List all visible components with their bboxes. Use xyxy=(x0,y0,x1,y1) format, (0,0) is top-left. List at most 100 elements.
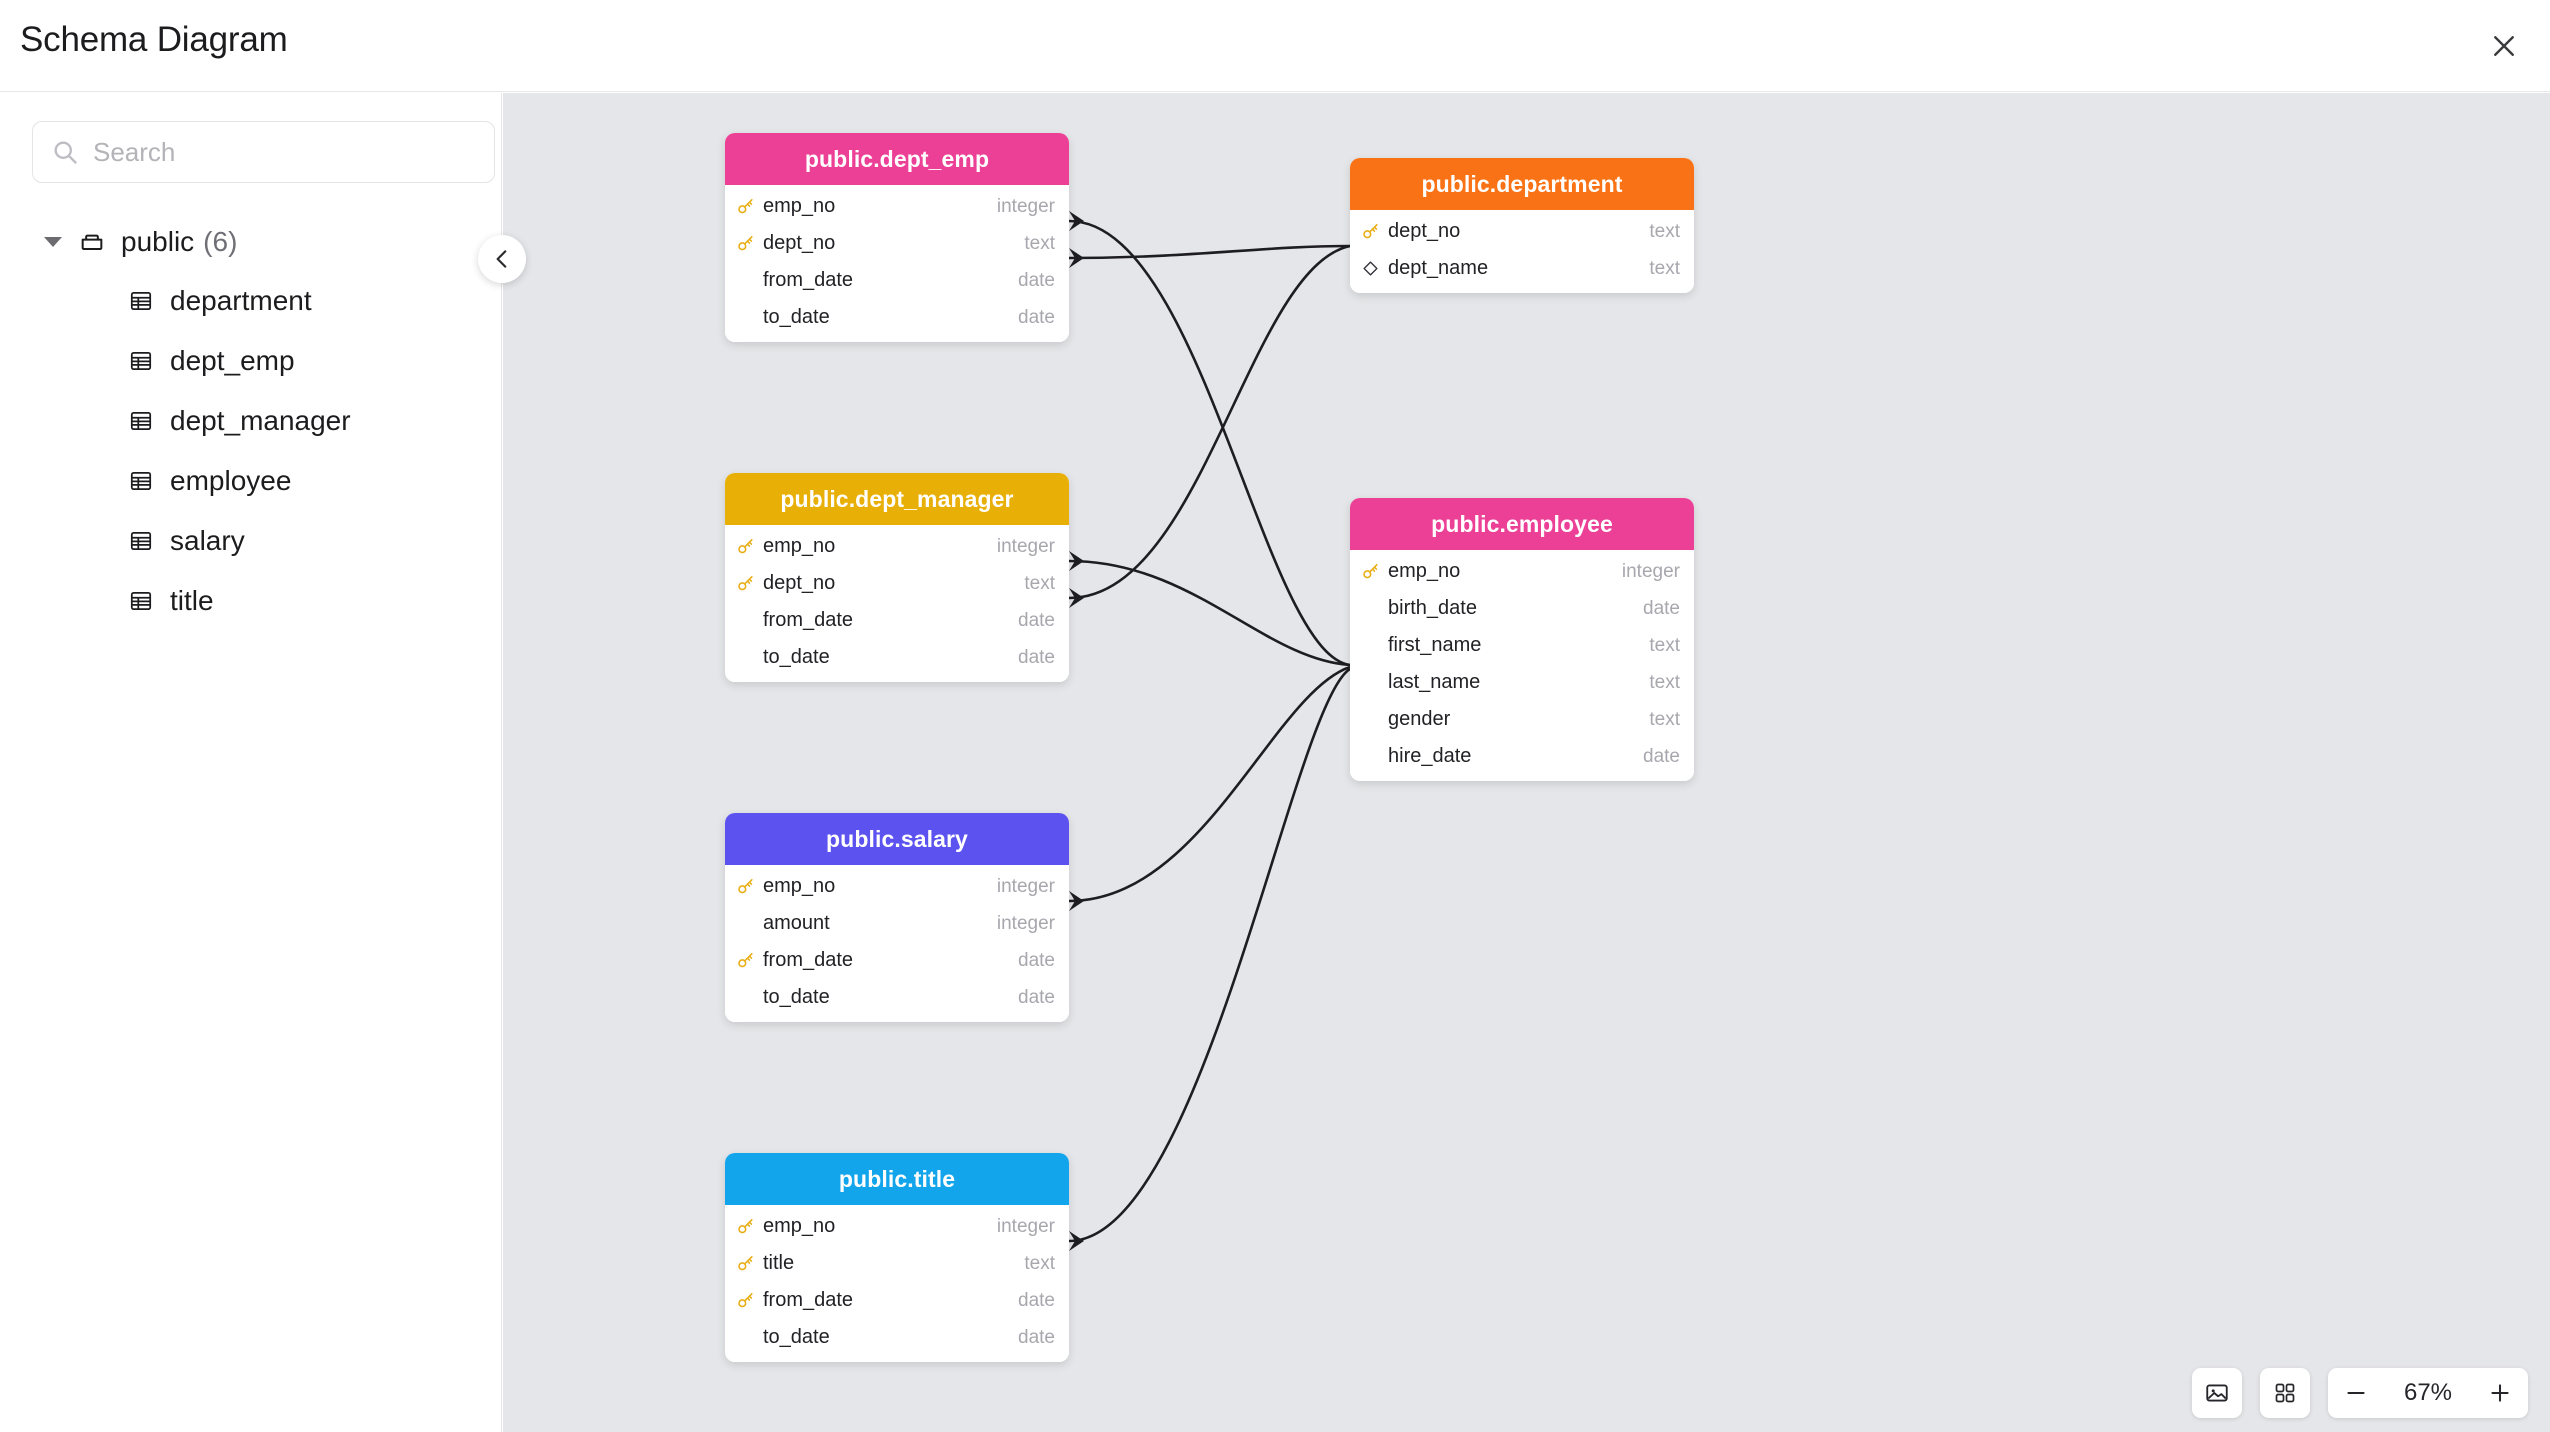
sidebar-item-public[interactable]: public (6) xyxy=(0,213,502,271)
schema-tree: public (6) department dept_emp dept_manage… xyxy=(0,213,502,631)
sidebar-collapse-button[interactable] xyxy=(478,235,526,283)
auto-layout-button[interactable] xyxy=(2260,1368,2310,1418)
field-icon xyxy=(1360,222,1381,241)
field-name: from_date xyxy=(763,949,854,971)
image-icon xyxy=(2206,1384,2228,1402)
edge-dept_manager-department xyxy=(1068,244,1351,600)
table-field-to_date[interactable]: to_date date xyxy=(725,299,1069,336)
sidebar-item-dept_emp[interactable]: dept_emp xyxy=(0,331,502,391)
diamond-icon xyxy=(1363,261,1378,276)
field-type: text xyxy=(1024,572,1055,594)
table-field-gender[interactable]: gender text xyxy=(1350,701,1694,738)
export-image-button[interactable] xyxy=(2192,1368,2242,1418)
field-name: to_date xyxy=(763,306,830,328)
key-icon xyxy=(738,1218,753,1234)
field-type: text xyxy=(1649,708,1680,730)
minus-icon xyxy=(2347,1391,2365,1395)
edge-dept_emp-employee xyxy=(1068,219,1351,667)
table-node-header[interactable]: public.department xyxy=(1350,158,1694,210)
table-icon xyxy=(130,472,152,490)
table-list: department dept_emp dept_manager employee sa… xyxy=(0,271,502,631)
field-icon xyxy=(735,951,756,970)
field-type: date xyxy=(1018,609,1055,631)
sidebar-item-label: salary xyxy=(170,525,245,556)
page-title: Schema Diagram xyxy=(20,20,288,59)
table-node-header[interactable]: public.dept_manager xyxy=(725,473,1069,525)
search-input[interactable] xyxy=(93,136,476,168)
sidebar-item-department[interactable]: department xyxy=(0,271,502,331)
search-box[interactable] xyxy=(32,121,495,183)
zoom-controls: 67% xyxy=(2328,1368,2528,1418)
plus-icon xyxy=(2491,1384,2509,1402)
close-button[interactable] xyxy=(2478,20,2530,72)
field-icon xyxy=(735,574,756,593)
key-icon xyxy=(738,538,753,554)
zoom-out-button[interactable] xyxy=(2328,1368,2384,1418)
zoom-in-button[interactable] xyxy=(2472,1368,2528,1418)
sidebar-item-title[interactable]: title xyxy=(0,571,502,631)
sidebar-item-label: dept_emp xyxy=(170,345,295,376)
field-type: date xyxy=(1018,306,1055,328)
sidebar-item-label: title xyxy=(170,585,214,616)
field-name: emp_no xyxy=(763,195,836,217)
table-node-header[interactable]: public.employee xyxy=(1350,498,1694,550)
sidebar-item-label: employee xyxy=(170,465,292,496)
field-name: dept_name xyxy=(1388,257,1489,279)
field-type: date xyxy=(1018,269,1055,291)
field-type: text xyxy=(1649,634,1680,656)
sidebar: public (6) department dept_emp dept_manage… xyxy=(0,93,502,1432)
key-icon xyxy=(738,1255,753,1271)
field-icon xyxy=(735,234,756,253)
schema-count: (6) xyxy=(203,226,238,257)
table-field-title[interactable]: title text xyxy=(725,1245,1069,1282)
table-node-header[interactable]: public.salary xyxy=(725,813,1069,865)
caret-down-icon[interactable] xyxy=(44,237,62,247)
field-icon xyxy=(735,1254,756,1273)
field-type: integer xyxy=(996,912,1055,934)
field-name: hire_date xyxy=(1388,745,1472,767)
field-name: gender xyxy=(1388,708,1451,730)
sidebar-item-employee[interactable]: employee xyxy=(0,451,502,511)
table-icon xyxy=(130,532,152,550)
field-name: birth_date xyxy=(1388,597,1477,619)
sidebar-item-dept_manager[interactable]: dept_manager xyxy=(0,391,502,451)
sidebar-item-salary[interactable]: salary xyxy=(0,511,502,571)
table-icon xyxy=(130,292,152,310)
table-node-header[interactable]: public.dept_emp xyxy=(725,133,1069,185)
table-node-header[interactable]: public.title xyxy=(725,1153,1069,1205)
field-type: text xyxy=(1024,1252,1055,1274)
field-icon xyxy=(1360,562,1381,581)
field-name: title xyxy=(763,1252,795,1274)
key-icon xyxy=(738,952,753,968)
